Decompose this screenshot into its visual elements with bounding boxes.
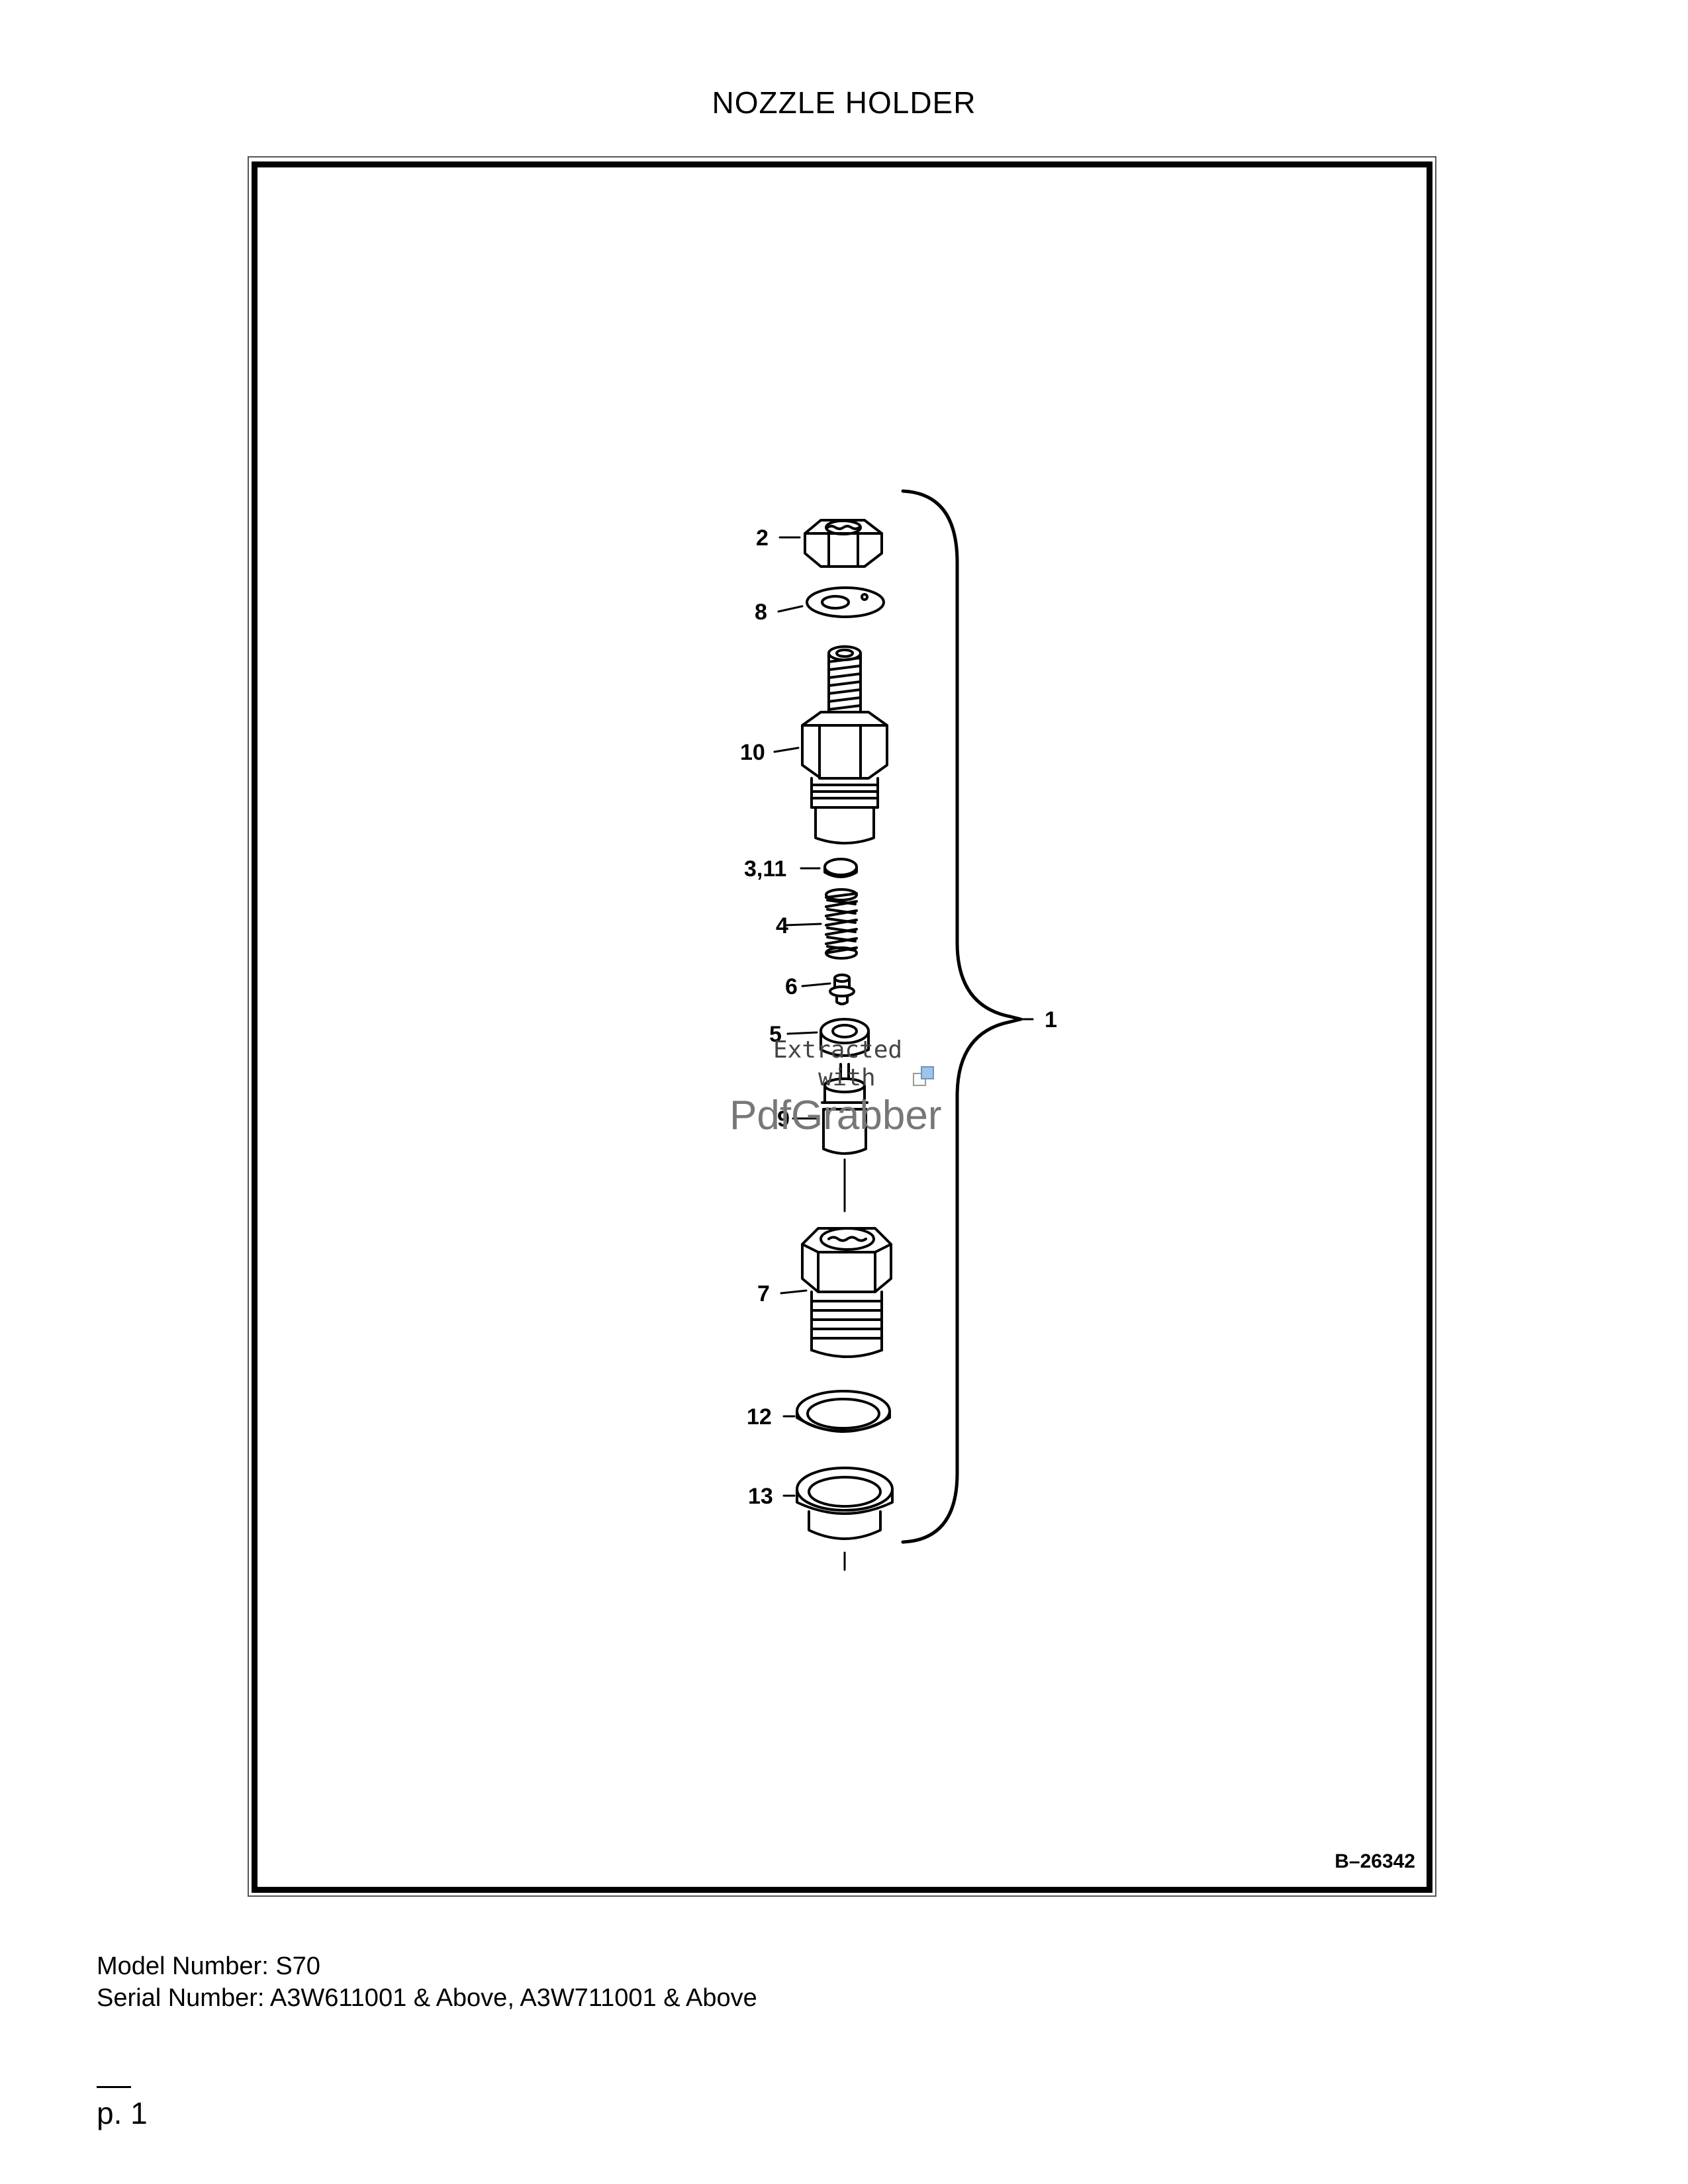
watermark: Extracted with PdfGrabber [729,1036,942,1138]
part-13-seat [796,1467,894,1540]
callout-1: 1 [1045,1007,1057,1032]
page-title: NOZZLE HOLDER [712,85,976,120]
leader-10 [773,747,800,753]
leader-6 [801,982,831,987]
figure-frame [252,161,1432,1893]
leader-5 [786,1031,818,1035]
page-number: p. 1 [97,2096,148,2130]
part-2-hex-nut [804,519,883,568]
watermark-line1: Extracted [773,1036,902,1064]
leader-4 [784,923,822,927]
callout-7: 7 [757,1281,770,1306]
part-12-gasket [796,1390,891,1433]
callout-13: 13 [748,1484,773,1509]
watermark-logo-icon [913,1066,934,1086]
part-4-spring [825,888,858,960]
callout-3-11: 3,11 [744,856,786,882]
callout-10: 10 [740,740,765,765]
callout-2: 2 [756,525,769,551]
assembly-brace [901,489,1023,1544]
part-9-nozzle [821,1063,868,1155]
page-number-rule [97,2086,131,2088]
part-3-11-shim [823,858,858,878]
leader-7 [780,1289,808,1295]
callout-8: 8 [755,600,767,625]
figure-frame-outer [248,156,1436,1897]
part-6-push-rod [829,974,855,1005]
serial-number: Serial Number: A3W611001 & Above, A3W711… [97,1984,757,2012]
part-5-spacer [820,1018,870,1057]
part-8-washer [806,586,885,618]
callout-12: 12 [747,1404,772,1430]
leader-8 [777,605,804,613]
callout-6: 6 [785,974,798,999]
part-7-retaining-nut [801,1227,892,1358]
watermark-brand: PdfGrabber [729,1093,942,1138]
callout-5: 5 [769,1022,782,1047]
callout-4: 4 [776,913,788,938]
figure-number: B–26342 [1335,1850,1415,1872]
part-10-holder-body [801,645,888,844]
model-number: Model Number: S70 [97,1952,320,1980]
callout-9: 9 [777,1107,790,1132]
watermark-line2: with [818,1064,876,1091]
